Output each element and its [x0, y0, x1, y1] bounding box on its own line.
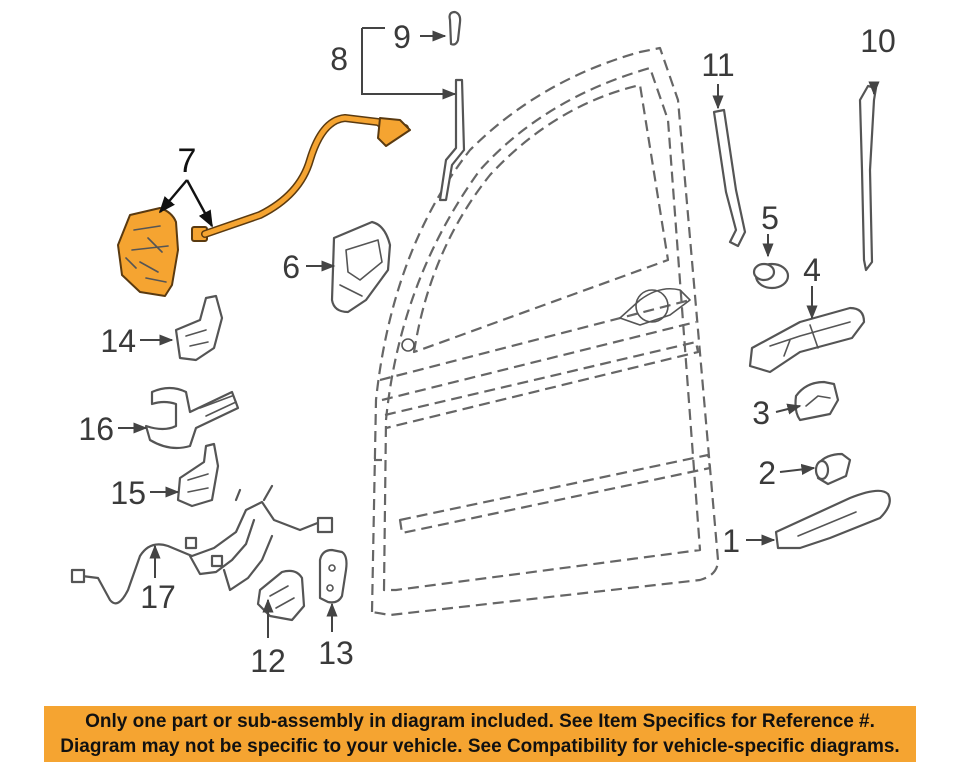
- part-14-hinge: [174, 294, 224, 362]
- callout-10: 10: [860, 23, 896, 59]
- part-3-handle-cap: [794, 380, 840, 422]
- callout-17: 17: [140, 579, 176, 615]
- part-1-outside-handle: [774, 489, 891, 550]
- callout-8: 8: [330, 41, 348, 77]
- callout-7: 7: [178, 142, 197, 180]
- part-2-lock-cylinder: [814, 452, 852, 486]
- part-17-wiring-harness: [70, 484, 334, 605]
- callout-16: 16: [78, 411, 114, 447]
- part-7-latch-assembly: [117, 114, 411, 297]
- disclaimer-line-2: Diagram may not be specific to your vehi…: [60, 736, 900, 757]
- part-13-plate: [318, 548, 348, 604]
- part-10-rod: [858, 84, 878, 272]
- disclaimer-banner: Only one part or sub-assembly in diagram…: [44, 706, 916, 762]
- part-5-cap: [752, 262, 790, 290]
- callout-13: 13: [318, 635, 354, 671]
- callout-12: 12: [250, 643, 286, 679]
- callout-1: 1: [722, 523, 740, 559]
- part-9-rod-clip: [448, 10, 462, 46]
- parts-diagram: 1 2 3 4 5 6 7 8 9 10 11 12 13 14 15 16 1…: [70, 10, 896, 679]
- callout-6: 6: [282, 249, 300, 285]
- door-shell: [370, 46, 720, 617]
- callout-labels: 1 2 3 4 5 6 7 8 9 10 11 12 13 14 15 16 1…: [78, 19, 895, 679]
- disclaimer-line-1: Only one part or sub-assembly in diagram…: [85, 711, 875, 732]
- callout-14: 14: [100, 323, 136, 359]
- callout-15: 15: [110, 475, 146, 511]
- part-11-weatherstrip: [712, 108, 747, 248]
- part-12-bracket: [256, 569, 306, 622]
- callout-5: 5: [761, 200, 779, 236]
- part-16-check-strap: [144, 386, 240, 450]
- callout-2: 2: [758, 455, 776, 491]
- part-8-lock-rod: [438, 78, 466, 202]
- callout-4: 4: [803, 252, 821, 288]
- part-4-handle-bracket: [748, 306, 866, 374]
- callout-11: 11: [701, 47, 734, 83]
- part-15-hinge: [176, 442, 220, 508]
- leader-lines: [118, 27, 880, 638]
- callout-3: 3: [752, 395, 770, 431]
- callout-9: 9: [393, 19, 411, 55]
- part-6-bracket: [330, 220, 392, 314]
